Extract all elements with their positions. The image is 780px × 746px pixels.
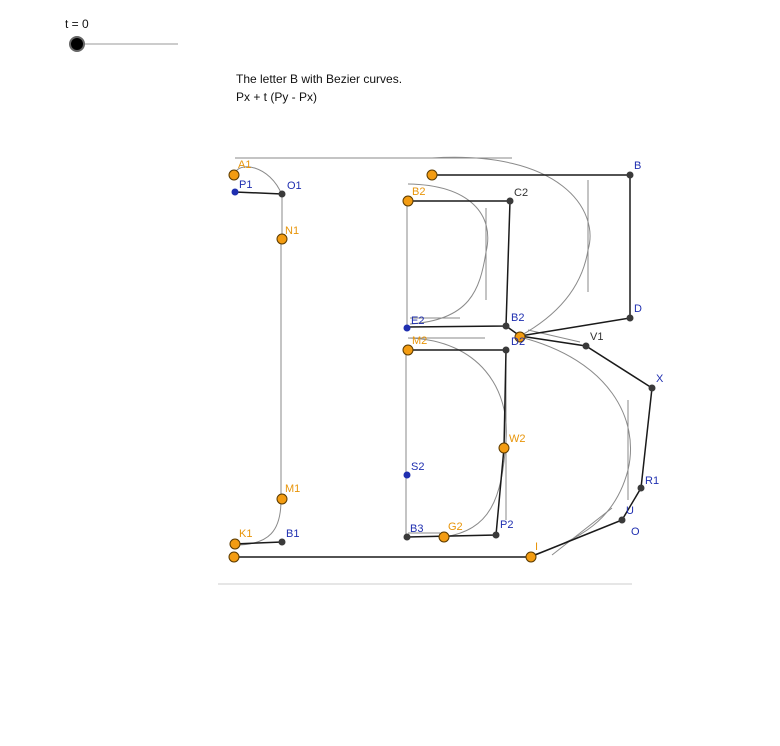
- bezier-curves: [233, 156, 632, 558]
- point-B1: [278, 538, 286, 546]
- dark-points[interactable]: [278, 171, 656, 546]
- blue-points[interactable]: [231, 188, 411, 479]
- slider-handle[interactable]: [69, 36, 85, 52]
- label-G2: G2: [448, 521, 463, 533]
- curve-lower-counter: [407, 337, 507, 538]
- label-E2: E2: [411, 315, 424, 327]
- point-V1: [582, 342, 590, 350]
- point-R1: [637, 484, 645, 492]
- point-P1: [231, 188, 239, 196]
- label-C2: C2: [514, 187, 528, 199]
- outer-lower-polygon: [519, 335, 653, 558]
- point-K1: [229, 538, 241, 550]
- orange-points[interactable]: [228, 169, 537, 563]
- point-D2: [502, 346, 510, 354]
- curve-bottom-left: [234, 499, 282, 546]
- point-A1: [228, 169, 240, 181]
- label-M1: M1: [285, 483, 300, 495]
- label-D2: D2: [511, 336, 525, 348]
- point-bottom-left: [228, 551, 240, 563]
- inner-upper-polygon: [406, 200, 511, 328]
- label-N1: N1: [285, 225, 299, 237]
- label-P2: P2: [500, 519, 513, 531]
- point-W2: [498, 442, 510, 454]
- label-R1: R1: [645, 475, 659, 487]
- point-D: [626, 314, 634, 322]
- label-D: D: [634, 303, 642, 315]
- label-B2-top: B2: [412, 186, 425, 198]
- label-B1: B1: [286, 528, 299, 540]
- label-K1: K1: [239, 528, 252, 540]
- label-W2: W2: [509, 433, 526, 445]
- outer-upper-polygon: [432, 174, 631, 337]
- point-G2: [438, 531, 450, 543]
- slider-value-label: t = 0: [65, 17, 89, 31]
- label-B2: B2: [511, 312, 524, 324]
- top-left-segment: [234, 191, 283, 195]
- bottom-left-segment: [233, 541, 283, 545]
- point-E2: [403, 324, 411, 332]
- curve-upper-counter: [407, 183, 489, 325]
- label-P1: P1: [239, 179, 252, 191]
- label-B: B: [634, 160, 641, 172]
- point-C2: [506, 197, 514, 205]
- point-join: [514, 331, 526, 343]
- t-slider[interactable]: [69, 36, 178, 52]
- point-U: [618, 516, 626, 524]
- point-I: [525, 551, 537, 563]
- label-V1: V1: [590, 331, 603, 343]
- label-B3: B3: [410, 523, 423, 535]
- label-X: X: [656, 373, 664, 385]
- label-U: U: [626, 505, 634, 517]
- point-X: [648, 384, 656, 392]
- point-B3: [403, 533, 411, 541]
- label-O: O: [631, 526, 640, 538]
- label-A1: A1: [238, 159, 251, 171]
- point-inner-top: [402, 195, 414, 207]
- point-M2: [402, 344, 414, 356]
- point-labels: A1 P1 O1 N1 M1 B1 K1 B D C2 B2 E2 B2 D2 …: [238, 159, 664, 553]
- curve-top-left: [233, 166, 283, 240]
- caption-formula: Px + t (Py - Px): [236, 90, 318, 104]
- curve-upper-bowl-outer: [431, 156, 591, 337]
- point-N1: [276, 233, 288, 245]
- point-B: [626, 171, 634, 179]
- label-O1: O1: [287, 180, 302, 192]
- caption-title: The letter B with Bezier curves.: [236, 72, 403, 86]
- label-S2: S2: [411, 461, 424, 473]
- point-P2: [492, 531, 500, 539]
- point-B2: [502, 322, 510, 330]
- point-M1: [276, 493, 288, 505]
- label-M2: M2: [412, 335, 427, 347]
- point-S2: [403, 471, 411, 479]
- label-I: I: [535, 541, 538, 553]
- point-O1: [278, 190, 286, 198]
- bottom-right-tangent: [551, 507, 613, 556]
- point-top-B: [426, 169, 438, 181]
